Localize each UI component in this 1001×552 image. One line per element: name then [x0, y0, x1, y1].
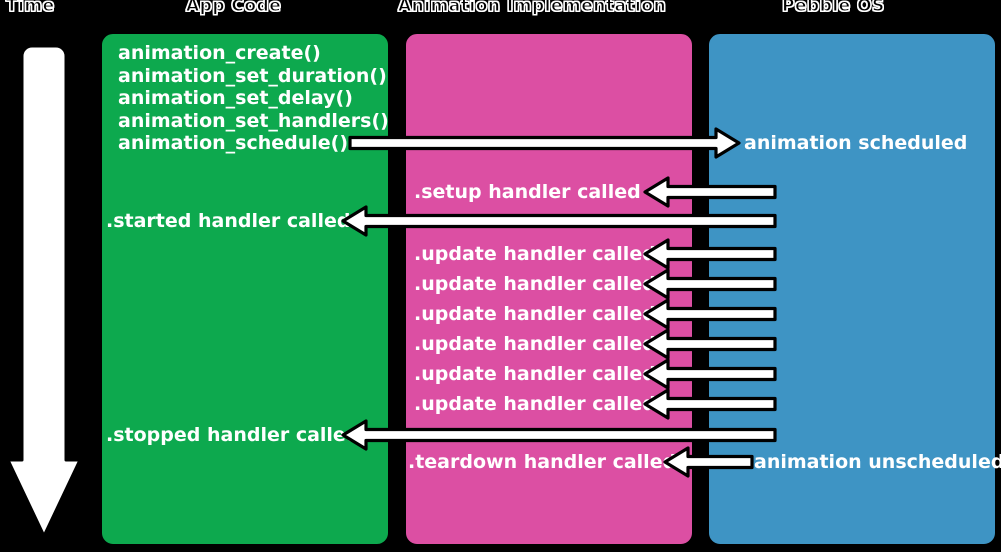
message-label-update-handler-5: .update handler called	[414, 363, 656, 385]
message-label-teardown-handler: .teardown handler called	[408, 451, 677, 473]
message-label-stopped-handler: .stopped handler called	[106, 424, 360, 446]
column-title-animation-implementation: Animation Implementation	[397, 0, 667, 17]
call-animation-set-delay: animation_set_delay()	[118, 87, 353, 109]
column-title-time: Time	[6, 0, 55, 17]
message-label-update-handler-3: .update handler called	[414, 303, 656, 325]
message-label-update-handler-4: .update handler called	[414, 333, 656, 355]
lane-app-code	[100, 32, 390, 546]
message-label-update-handler-1: .update handler called	[414, 243, 656, 265]
call-animation-schedule: animation_schedule()	[118, 132, 349, 154]
message-label-update-handler-6: .update handler called	[414, 393, 656, 415]
message-label-started-handler: .started handler called	[106, 210, 351, 232]
app-code-call-list: animation_create() animation_set_duratio…	[118, 42, 389, 155]
message-label-animation-scheduled: animation scheduled	[744, 132, 968, 154]
message-label-animation-unscheduled: animation unscheduled	[754, 451, 1001, 473]
column-title-pebble-os: Pebble OS	[782, 0, 885, 17]
column-title-app-code: App Code	[185, 0, 282, 17]
time-axis-arrow-icon	[6, 44, 82, 538]
message-label-update-handler-2: .update handler called	[414, 273, 656, 295]
call-animation-create: animation_create()	[118, 42, 321, 64]
message-label-setup-handler: .setup handler called	[414, 181, 641, 203]
call-animation-set-handlers: animation_set_handlers()	[118, 109, 389, 132]
call-animation-set-duration: animation_set_duration()	[118, 64, 387, 87]
